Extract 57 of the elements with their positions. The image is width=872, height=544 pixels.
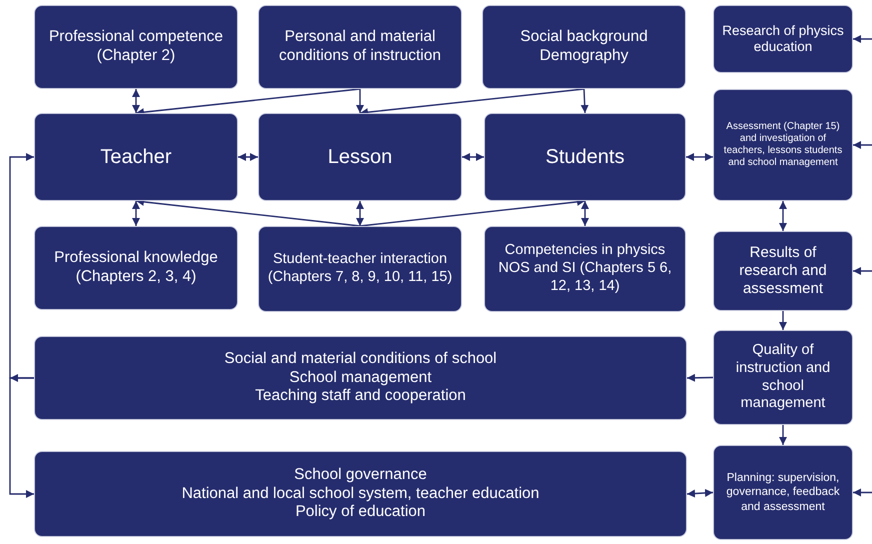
box-label: Teacher <box>100 144 172 170</box>
arrow <box>356 201 364 226</box>
arrow <box>132 89 140 113</box>
process-box <box>34 226 238 310</box>
arrow <box>686 488 714 498</box>
box-label: School management <box>289 368 432 388</box>
arrow <box>853 35 872 43</box>
box-label: Results of research and assessment <box>738 244 828 298</box>
process-box <box>713 330 853 425</box>
arrow <box>779 311 787 330</box>
box-label: Research of physics education <box>721 22 845 56</box>
box-label: Policy of education <box>295 503 426 522</box>
box-label: Professional knowledge (Chapters 2, 3, 4) <box>53 249 219 287</box>
process-box <box>713 231 853 311</box>
process-box <box>258 113 462 201</box>
box-label: School governance <box>294 466 427 485</box>
arrow <box>853 141 872 149</box>
arrow <box>9 153 34 379</box>
box-label: Professional competence (Chapter 2) <box>48 28 224 66</box>
process-box <box>713 5 853 73</box>
box-label: Personal and material conditions of instruction <box>278 28 442 66</box>
process-box <box>713 89 853 201</box>
arrow <box>686 153 713 161</box>
box-label: Students <box>546 144 624 170</box>
box-label: Demography <box>540 47 628 66</box>
process-box <box>34 451 687 537</box>
box-label: Lesson <box>328 144 392 170</box>
arrow <box>580 88 589 114</box>
arrow <box>779 425 787 445</box>
arrow <box>132 201 140 226</box>
arrow <box>356 89 364 113</box>
process-box <box>34 336 687 420</box>
process-box <box>34 113 238 201</box>
process-box <box>34 5 238 89</box>
box-label: Quality of instruction and school management <box>734 342 832 413</box>
arrow <box>462 153 484 161</box>
arrow <box>853 488 872 496</box>
process-box <box>258 5 462 89</box>
process-box <box>484 226 686 312</box>
arrow <box>238 153 258 161</box>
process-box <box>713 445 853 540</box>
arrow <box>9 377 34 498</box>
box-label: Assessment (Chapter 15) and investigation of teachers, lessons students and school management <box>722 120 844 170</box>
box-label: National and local school system, teacher education <box>182 484 540 504</box>
arrow <box>581 201 589 226</box>
process-box <box>258 226 462 312</box>
process-box <box>482 5 686 89</box>
box-label: Teaching staff and cooperation <box>255 387 466 406</box>
box-label: Student-teacher interaction (Chapters 7, 8, 9, 10, 11, 15) <box>266 251 454 287</box>
box-label: Social background <box>520 28 648 47</box>
arrow <box>853 267 872 275</box>
process-box <box>484 113 686 201</box>
box-label: Planning: supervision, governance, feedback and assessment <box>725 471 841 514</box>
arrow <box>686 374 714 382</box>
box-label: Competencies in physics NOS and SI (Chapters 5 6, 12, 13, 14) <box>497 242 673 296</box>
arrow <box>779 201 787 231</box>
box-label: Social and material conditions of school <box>224 350 497 369</box>
